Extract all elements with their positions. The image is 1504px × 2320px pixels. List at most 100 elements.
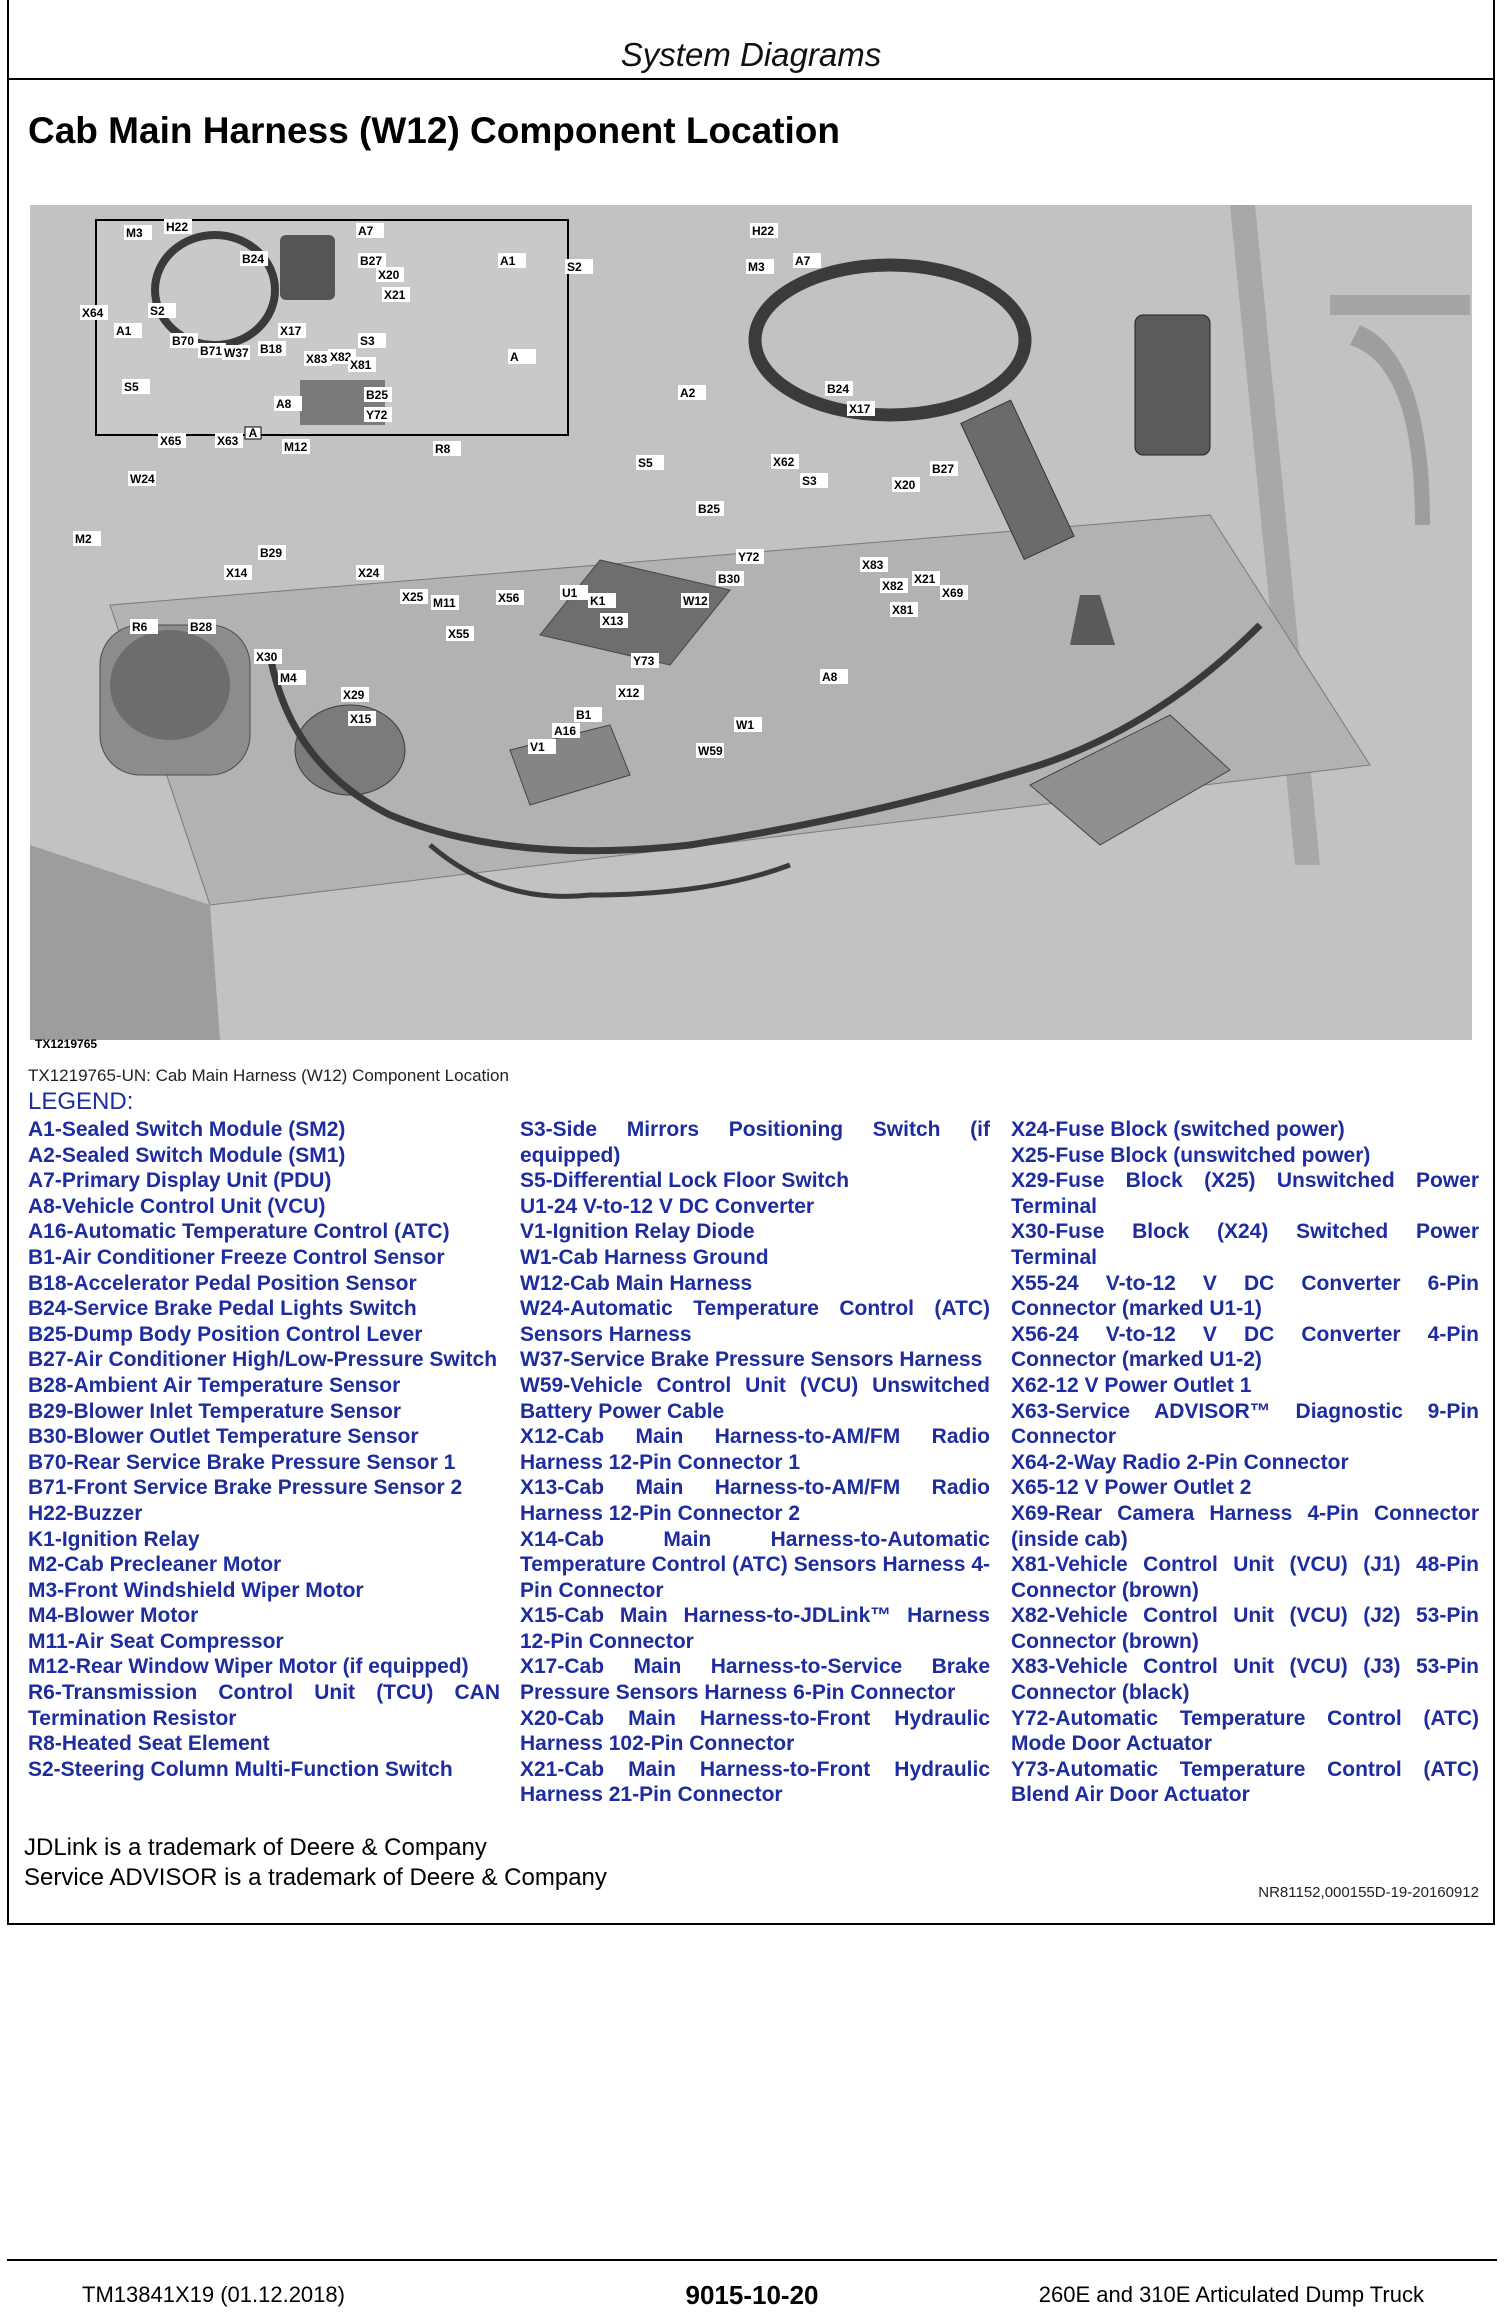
callout-label: B30 [718,572,740,586]
legend-item: X17-Cab Main Harness-to-Service Brake Pr… [520,1655,990,1705]
callout-tag [215,433,243,448]
callout-label: V1 [530,740,545,754]
callout-tag [771,454,799,469]
legend-item: B18-Accelerator Pedal Position Sensor [28,1271,417,1295]
legend-item: Y72-Automatic Temperature Control (ATC) … [1011,1706,1479,1756]
callout-label: W1 [736,718,754,732]
legend-item: X29-Fuse Block (X25) Unswitched Power Te… [1011,1169,1479,1218]
callout-label: X14 [226,566,248,580]
legend-item: X63-Service ADVISOR™ Diagnostic 9-Pin Co… [1011,1399,1479,1449]
legend-item: B29-Blower Inlet Temperature Sensor [28,1399,402,1423]
callout-tag [240,251,268,266]
legend-item: M2-Cab Precleaner Motor [28,1553,282,1577]
legend-item: M11-Air Seat Compressor [28,1629,284,1653]
callout-label: S5 [638,456,653,470]
callout-label: W12 [683,594,708,608]
callout-tag [188,619,216,634]
callout-label: S2 [150,304,165,318]
callout-label: B24 [827,382,849,396]
callout-tag [258,341,286,356]
callout-label: A16 [554,724,576,738]
callout-label: R8 [435,442,451,456]
callout-tag [376,267,404,282]
legend-heading: LEGEND: [28,1088,134,1115]
footer-manual-id: TM13841X19 (01.12.2018) [82,2282,345,2307]
legend-item: W59-Vehicle Control Unit (VCU) Unswitche… [520,1373,990,1423]
callout-label: X13 [602,614,624,628]
callout-label: H22 [752,224,774,238]
callout-tag [696,743,724,758]
callout-tag [930,461,958,476]
callout-tag [348,357,376,372]
callout-label: U1 [562,586,578,600]
callout-label: B70 [172,334,194,348]
callout-tag [820,669,848,684]
callout-tag [880,578,908,593]
callout-tag [860,557,888,572]
legend-item: S2-Steering Column Multi-Function Switch [28,1757,453,1781]
legend-item: X13-Cab Main Harness-to-AM/FM Radio Harn… [520,1476,990,1525]
grab-handle [1350,325,1430,525]
callout-tag [736,549,764,564]
callout-label: A8 [276,397,292,411]
callout-tag [122,379,150,394]
legend-column-2: S3-Side Mirrors Positioning Switch (if e… [520,1117,990,1808]
legend-item: M3-Front Windshield Wiper Motor [28,1578,364,1602]
callout-label: X12 [618,686,640,700]
blower-fan [294,704,406,796]
footer-machine: 260E and 310E Articulated Dump Truck [1038,2282,1424,2307]
callout-label: B18 [260,342,282,356]
callout-tag [278,670,306,685]
callout-label: X82 [330,350,352,364]
callout-tag [148,303,176,318]
legend-item: M12-Rear Window Wiper Motor (if equipped… [28,1655,469,1679]
legend-item: S3-Side Mirrors Positioning Switch (if e… [520,1118,990,1167]
legend-item: W12-Cab Main Harness [520,1271,753,1295]
callout-tag [158,433,186,448]
callout-tag [400,589,428,604]
callout-label: X20 [894,478,916,492]
legend-item: W37-Service Brake Pressure Sensors Harne… [520,1348,983,1372]
callout-tag [364,387,392,402]
callout-label: X69 [942,586,964,600]
callout-label: Y73 [633,654,655,668]
callout-tag [746,259,774,274]
inset-marker-label: A [249,426,258,440]
callout-label: X62 [773,455,795,469]
callout-label: R6 [132,620,148,634]
callout-label: X24 [358,566,380,580]
callout-label: W37 [224,346,249,360]
callout-tag [696,501,724,516]
callout-label: X65 [160,434,182,448]
callout-tag [170,333,198,348]
callout-tag [356,565,384,580]
callout-tag [198,343,226,358]
footer-page-number: 9015-10-20 [685,2280,819,2310]
callout-tag [364,407,392,422]
legend-item: A1-Sealed Switch Module (SM2) [28,1118,346,1141]
callout-label: X25 [402,590,424,604]
legend-item: U1-24 V-to-12 V DC Converter [520,1194,815,1218]
callout-tag [124,225,152,240]
callout-label: M2 [75,532,92,546]
legend-item: B70-Rear Service Brake Pressure Sensor 1 [28,1450,456,1474]
callout-tag [222,345,250,360]
callout-label: A2 [680,386,696,400]
callout-tag [274,396,302,411]
cab-rail [1330,295,1470,315]
callout-tag [446,626,474,641]
callout-tag [224,565,252,580]
callout-tag [356,223,384,238]
callout-tag [750,223,778,238]
legend-item: X20-Cab Main Harness-to-Front Hydraulic … [520,1706,990,1756]
callout-tag [80,305,108,320]
legend-item: X14-Cab Main Harness-to-Automatic Temper… [520,1527,990,1602]
legend-item: X12-Cab Main Harness-to-AM/FM Radio Harn… [520,1425,990,1474]
page-title: Cab Main Harness (W12) Component Locatio… [28,110,841,151]
callout-label: S2 [567,260,582,274]
legend-item: X21-Cab Main Harness-to-Front Hydraulic … [520,1757,990,1807]
legend-item: X30-Fuse Block (X24) Switched Power Term… [1011,1220,1479,1269]
callout-label: A1 [500,254,516,268]
